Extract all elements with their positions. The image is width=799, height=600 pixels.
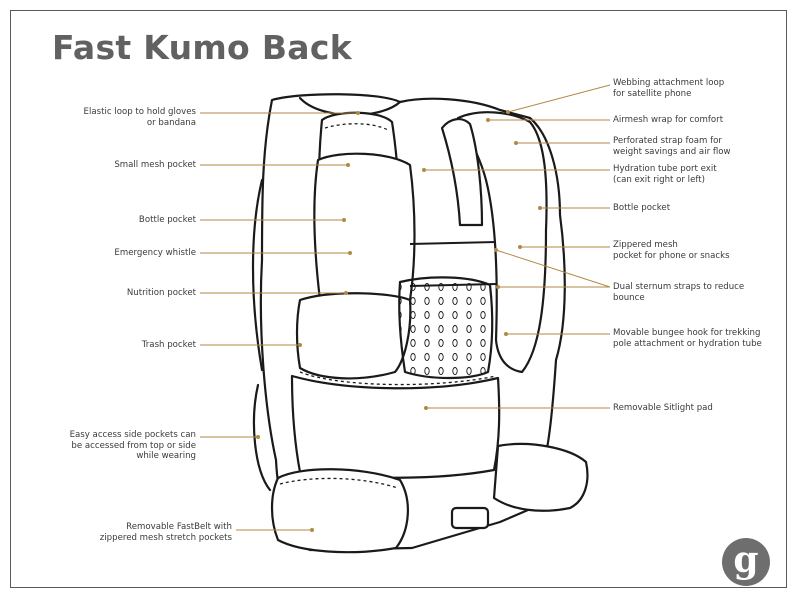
- label-hydration-port: Hydration tube port exit (can exit right…: [613, 164, 717, 185]
- logo-letter: g: [733, 539, 759, 581]
- hip-belt-right: [492, 442, 589, 512]
- center-mesh: [398, 276, 494, 380]
- right-shoulder-strap: [456, 111, 548, 374]
- label-bottle-pocket-left: Bottle pocket: [138, 215, 196, 225]
- left-shoulder-strap: [440, 118, 484, 227]
- label-elastic-loop: Elastic loop to hold gloves or bandana: [83, 107, 196, 128]
- belt-buckle: [450, 506, 490, 530]
- label-side-pockets: Easy access side pockets can be accessed…: [69, 430, 196, 461]
- diagram-title: Fast Kumo Back: [52, 28, 352, 67]
- label-sitlight-pad: Removable Sitlight pad: [613, 403, 713, 413]
- sternum-strap-upper: [409, 241, 497, 245]
- label-emergency-whistle: Emergency whistle: [114, 248, 196, 258]
- label-webbing-loop: Webbing attachment loop for satellite ph…: [613, 78, 725, 99]
- label-perforated-foam: Perforated strap foam for weight savings…: [613, 136, 731, 157]
- sitlight-pad: [290, 374, 501, 479]
- fastbelt-pocket: [270, 468, 409, 554]
- label-zippered-mesh: Zippered mesh pocket for phone or snacks: [613, 240, 730, 261]
- label-airmesh-wrap: Airmesh wrap for comfort: [613, 115, 724, 125]
- label-nutrition-pocket: Nutrition pocket: [126, 288, 196, 298]
- label-sternum-straps: Dual sternum straps to reduce bounce: [613, 282, 745, 303]
- label-trash-pocket: Trash pocket: [141, 340, 196, 350]
- label-bottle-pocket-right: Bottle pocket: [613, 203, 671, 213]
- label-small-mesh-pocket: Small mesh pocket: [114, 160, 196, 170]
- diagram-frame: [10, 10, 787, 588]
- label-fastbelt: Removable FastBelt with zippered mesh st…: [99, 522, 232, 543]
- brand-logo: g: [722, 538, 770, 586]
- bottle-pocket: [313, 152, 416, 302]
- sternum-strap-lower: [409, 283, 497, 287]
- nutrition-pocket: [295, 292, 412, 380]
- label-bungee-hook: Movable bungee hook for trekking pole at…: [613, 328, 762, 349]
